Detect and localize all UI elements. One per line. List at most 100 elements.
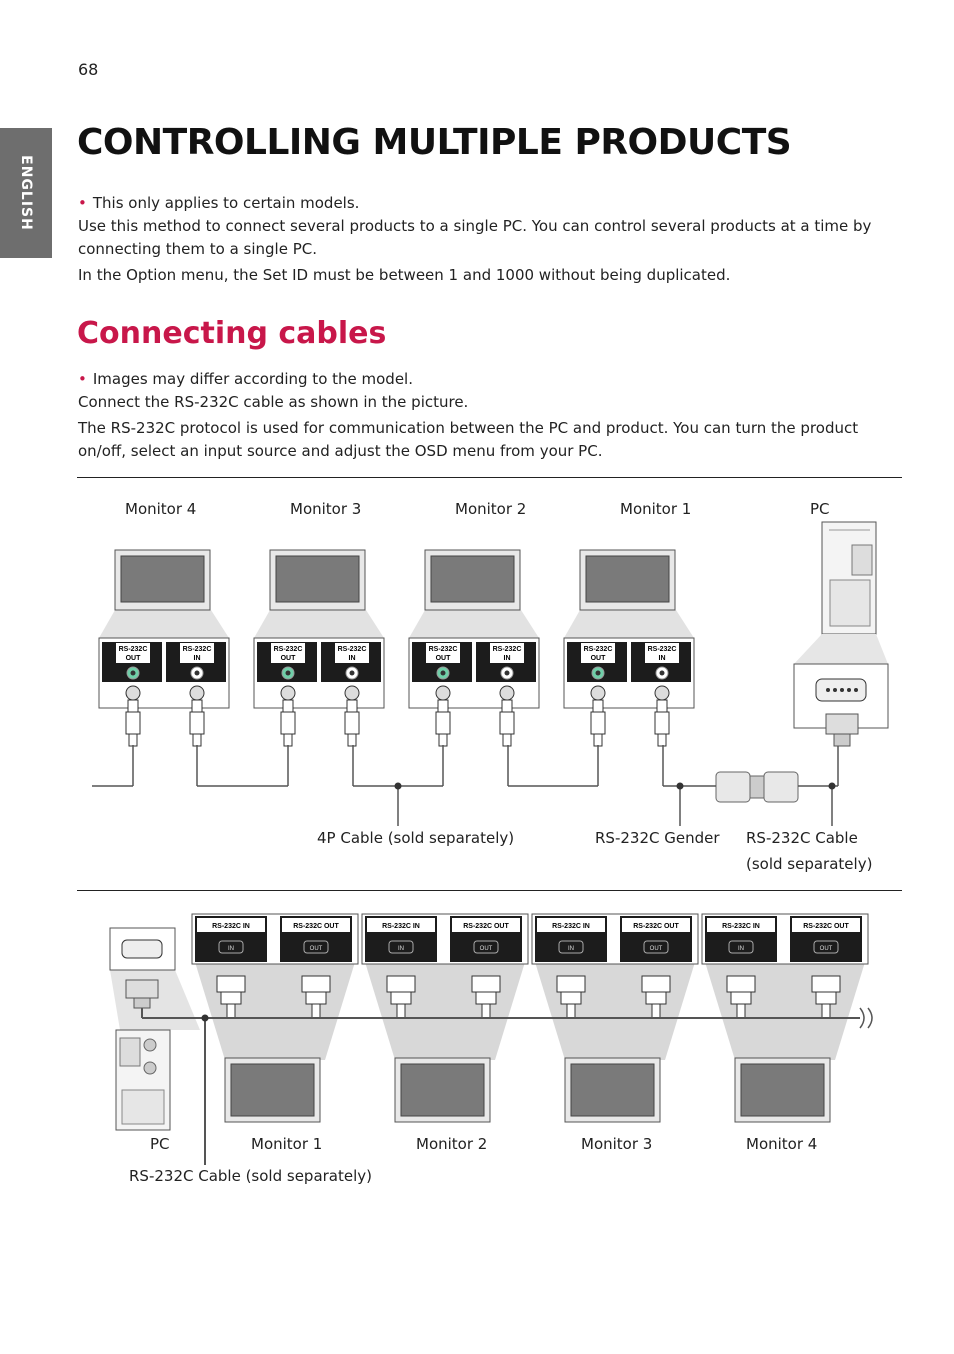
d1-junction-dot [676, 782, 684, 790]
d2-port-in: RS-232C IN IN [535, 916, 607, 962]
d1-port-in: RS-232C IN [476, 642, 536, 682]
d1-port-label: RS-232C [183, 646, 212, 653]
d2-port-sublabel: OUT [310, 946, 323, 952]
d2-dsub-plug [301, 975, 331, 1019]
d2-monitor-4-label: Monitor 4 [746, 1135, 818, 1153]
d2-monitor-2: RS-232C IN IN RS-232C OUT OUT [361, 913, 529, 1123]
d1-jack-plug [435, 685, 451, 747]
page-title: CONTROLLING MULTIPLE PRODUCTS [77, 122, 792, 163]
d1-pc-serial-port [793, 663, 889, 747]
d1-port-out: RS-232C OUT [257, 642, 317, 682]
bullet-dot-icon: • [78, 194, 87, 212]
d1-port-label: OUT [126, 655, 142, 662]
d2-pc-label: PC [150, 1135, 170, 1153]
d1-cable-4p-label: 4P Cable (sold separately) [317, 829, 515, 847]
d1-port-label: RS-232C [338, 646, 367, 653]
d2-dsub-plug [386, 975, 416, 1019]
d2-port-sublabel: OUT [650, 946, 663, 952]
d1-port-label: RS-232C [493, 646, 522, 653]
d2-port-in: RS-232C IN IN [365, 916, 437, 962]
d1-gender-adapter [715, 771, 799, 803]
d1-junction-dot [394, 782, 402, 790]
d1-jack-plug [590, 685, 606, 747]
intro-bullet-text: This only applies to certain models. [92, 194, 360, 212]
d1-port-label: RS-232C [274, 646, 303, 653]
d2-dsub-plug [471, 975, 501, 1019]
d1-jack-plug [654, 685, 670, 747]
d2-port-sublabel: IN [398, 946, 404, 952]
d1-cable-lines [92, 745, 839, 826]
intro-bullet: • This only applies to certain models. [78, 192, 908, 215]
d2-port-sublabel: IN [568, 946, 574, 952]
d2-port-label: RS-232C OUT [293, 923, 339, 930]
d1-port-label: IN [194, 655, 201, 662]
section-paragraph-2: The RS-232C protocol is used for communi… [78, 419, 859, 460]
d2-junction-dot [201, 1014, 209, 1022]
d2-dsub-plug [216, 975, 246, 1019]
d2-port-out: RS-232C OUT OUT [450, 916, 522, 962]
d2-port-label: RS-232C IN [382, 923, 420, 930]
d1-port-out: RS-232C OUT [412, 642, 472, 682]
section-paragraph-1: Connect the RS-232C cable as shown in th… [78, 393, 469, 411]
d2-port-label: RS-232C IN [722, 923, 760, 930]
d2-dsub-plug [726, 975, 756, 1019]
d1-rs232c-cable-label-2: (sold separately) [746, 855, 873, 873]
d1-port-label: IN [349, 655, 356, 662]
d1-monitor-4: RS-232C OUT RS-232C IN [98, 549, 230, 747]
section-bullet: • Images may differ according to the mode… [78, 368, 908, 391]
divider-top [77, 477, 902, 478]
d1-pc-tower [794, 521, 888, 664]
d1-port-label: OUT [281, 655, 297, 662]
d1-jack-plug [280, 685, 296, 747]
d1-port-out: RS-232C OUT [567, 642, 627, 682]
page-number: 68 [78, 60, 99, 79]
d1-port-label: OUT [591, 655, 607, 662]
d2-port-sublabel: OUT [820, 946, 833, 952]
divider-middle [77, 890, 902, 891]
d2-monitor-2-label: Monitor 2 [416, 1135, 488, 1153]
d2-port-out: RS-232C OUT OUT [280, 916, 352, 962]
d1-monitor-3: RS-232C OUT RS-232C IN [253, 549, 385, 747]
section-bullet-text: Images may differ according to the model… [92, 370, 413, 388]
d1-port-label: RS-232C [429, 646, 458, 653]
d2-port-label: RS-232C OUT [463, 923, 509, 930]
d2-cable-lines [141, 1008, 860, 1165]
language-tab: ENGLISH [0, 128, 52, 258]
d2-port-label: RS-232C IN [212, 923, 250, 930]
d2-port-label: RS-232C IN [552, 923, 590, 930]
d1-port-label: RS-232C [648, 646, 677, 653]
d1-port-label: RS-232C [119, 646, 148, 653]
d2-cable-label: RS-232C Cable (sold separately) [129, 1167, 373, 1185]
d2-port-sublabel: IN [228, 946, 234, 952]
d1-junction-dot [828, 782, 836, 790]
d2-port-label: RS-232C OUT [633, 923, 679, 930]
d1-monitor-2-label: Monitor 2 [455, 500, 527, 518]
d2-monitor-1: RS-232C IN IN RS-232C OUT OUT [191, 913, 359, 1123]
d1-port-label: OUT [436, 655, 452, 662]
d2-port-sublabel: OUT [480, 946, 493, 952]
d2-port-out: RS-232C OUT OUT [620, 916, 692, 962]
d2-monitor-3: RS-232C IN IN RS-232C OUT OUT [531, 913, 699, 1123]
d2-cable-break-icon [859, 1007, 873, 1029]
section-title: Connecting cables [77, 316, 387, 351]
d2-pc-serial-port [109, 927, 200, 1030]
d1-jack-plug [499, 685, 515, 747]
d1-rs232c-cable-label-1: RS-232C Cable [746, 829, 858, 847]
d1-port-label: RS-232C [584, 646, 613, 653]
bullet-dot-icon: • [78, 370, 87, 388]
d2-dsub-plug [556, 975, 586, 1019]
d2-pc-tower [115, 1029, 171, 1131]
d1-gender-label: RS-232C Gender [595, 829, 720, 847]
d1-monitor-1-label: Monitor 1 [620, 500, 692, 518]
d1-port-in: RS-232C IN [321, 642, 381, 682]
d2-monitor-3-label: Monitor 3 [581, 1135, 653, 1153]
d1-port-out: RS-232C OUT [102, 642, 162, 682]
d1-port-label: IN [504, 655, 511, 662]
